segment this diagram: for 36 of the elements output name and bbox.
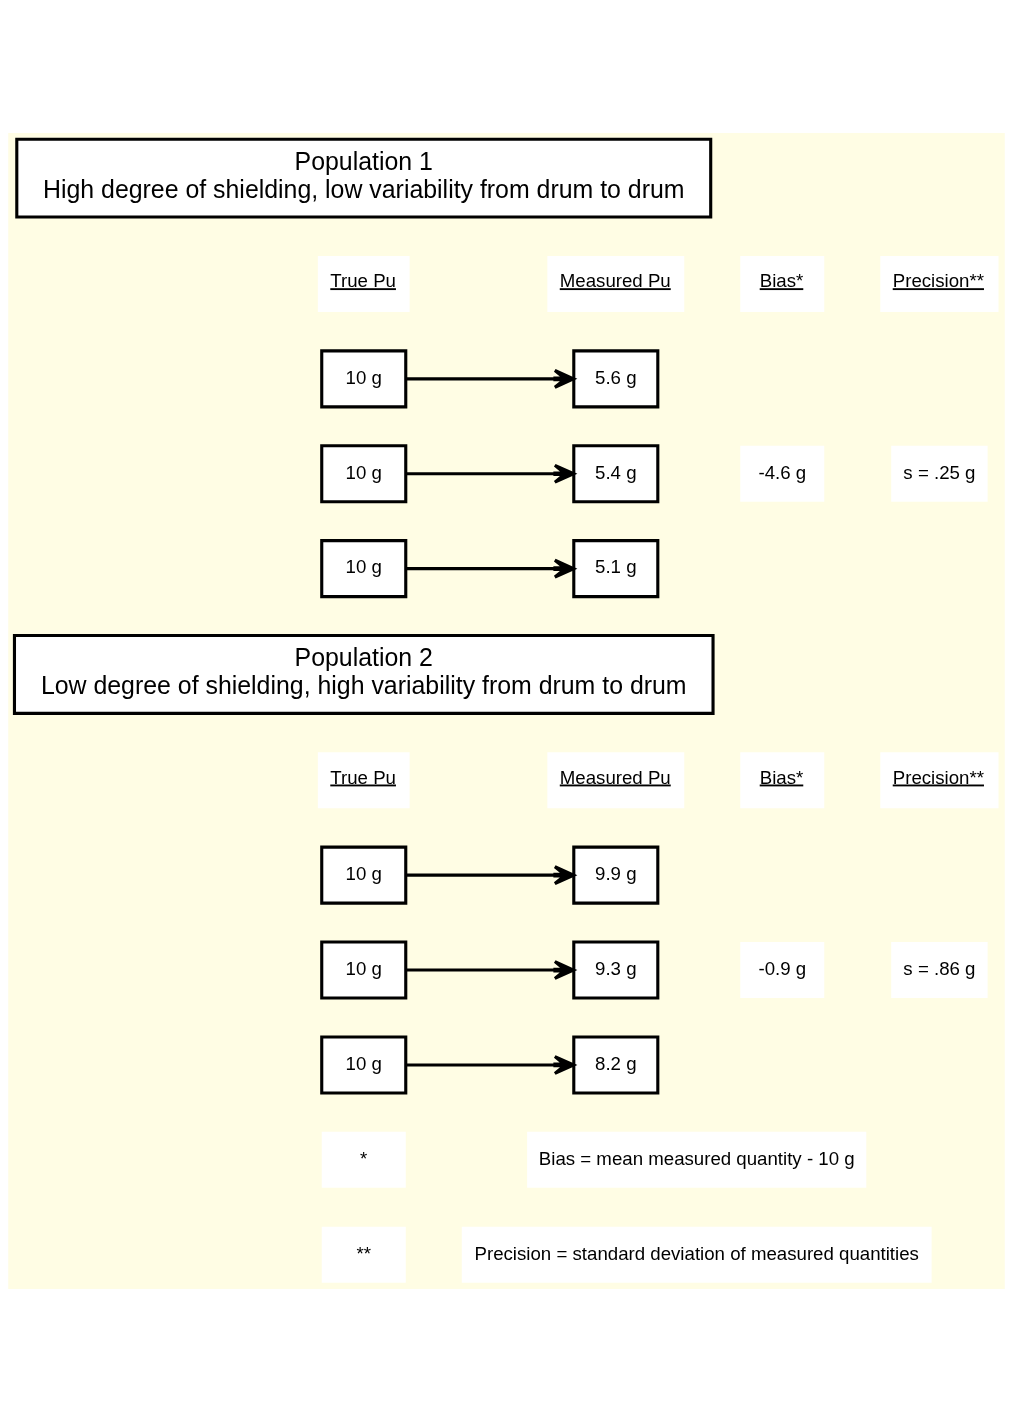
label: **: [356, 1242, 372, 1264]
node-box: 9.3 g: [572, 940, 660, 1000]
label: Measured Pu: [559, 766, 671, 788]
node-box: 8.2 g: [572, 1035, 660, 1095]
label: Bias*: [759, 766, 804, 788]
node-box: 10 g: [320, 1035, 408, 1095]
label: Bias = mean measured quantity - 10 g: [538, 1147, 855, 1169]
arrow: [406, 558, 576, 579]
node-box: 10 g: [320, 940, 408, 1000]
label: s = .25 g: [903, 461, 976, 483]
node-box: 10 g: [320, 349, 408, 409]
arrow: [406, 1055, 576, 1075]
label: Precision**: [892, 270, 984, 292]
label: -0.9 g: [758, 957, 807, 979]
node-box: 10 g: [320, 444, 408, 504]
node-box: 5.6 g: [572, 349, 660, 409]
label: Measured Pu: [559, 270, 671, 292]
label: Precision = standard deviation of measured quantities: [474, 1242, 919, 1264]
node-box: 5.4 g: [572, 444, 660, 504]
label: True Pu: [330, 270, 396, 292]
label: Bias*: [759, 270, 804, 292]
node-box: Population 2 Low degree of shielding, high variability from drum to drum: [12, 634, 715, 715]
label: -4.6 g: [758, 461, 807, 483]
label: True Pu: [330, 766, 396, 788]
node-box: 10 g: [320, 539, 408, 599]
node-box: 9.9 g: [572, 845, 660, 905]
node-box: 10 g: [320, 845, 408, 905]
label: s = .86 g: [903, 957, 976, 979]
arrow: [406, 960, 576, 980]
node-box: Population 1 High degree of shielding, low variability from drum to drum: [15, 137, 713, 219]
label: Precision**: [892, 766, 984, 788]
arrow: [406, 368, 576, 389]
arrow: [406, 865, 576, 886]
label: *: [360, 1147, 368, 1169]
node-box: 5.1 g: [572, 539, 660, 599]
arrow: [406, 463, 576, 484]
